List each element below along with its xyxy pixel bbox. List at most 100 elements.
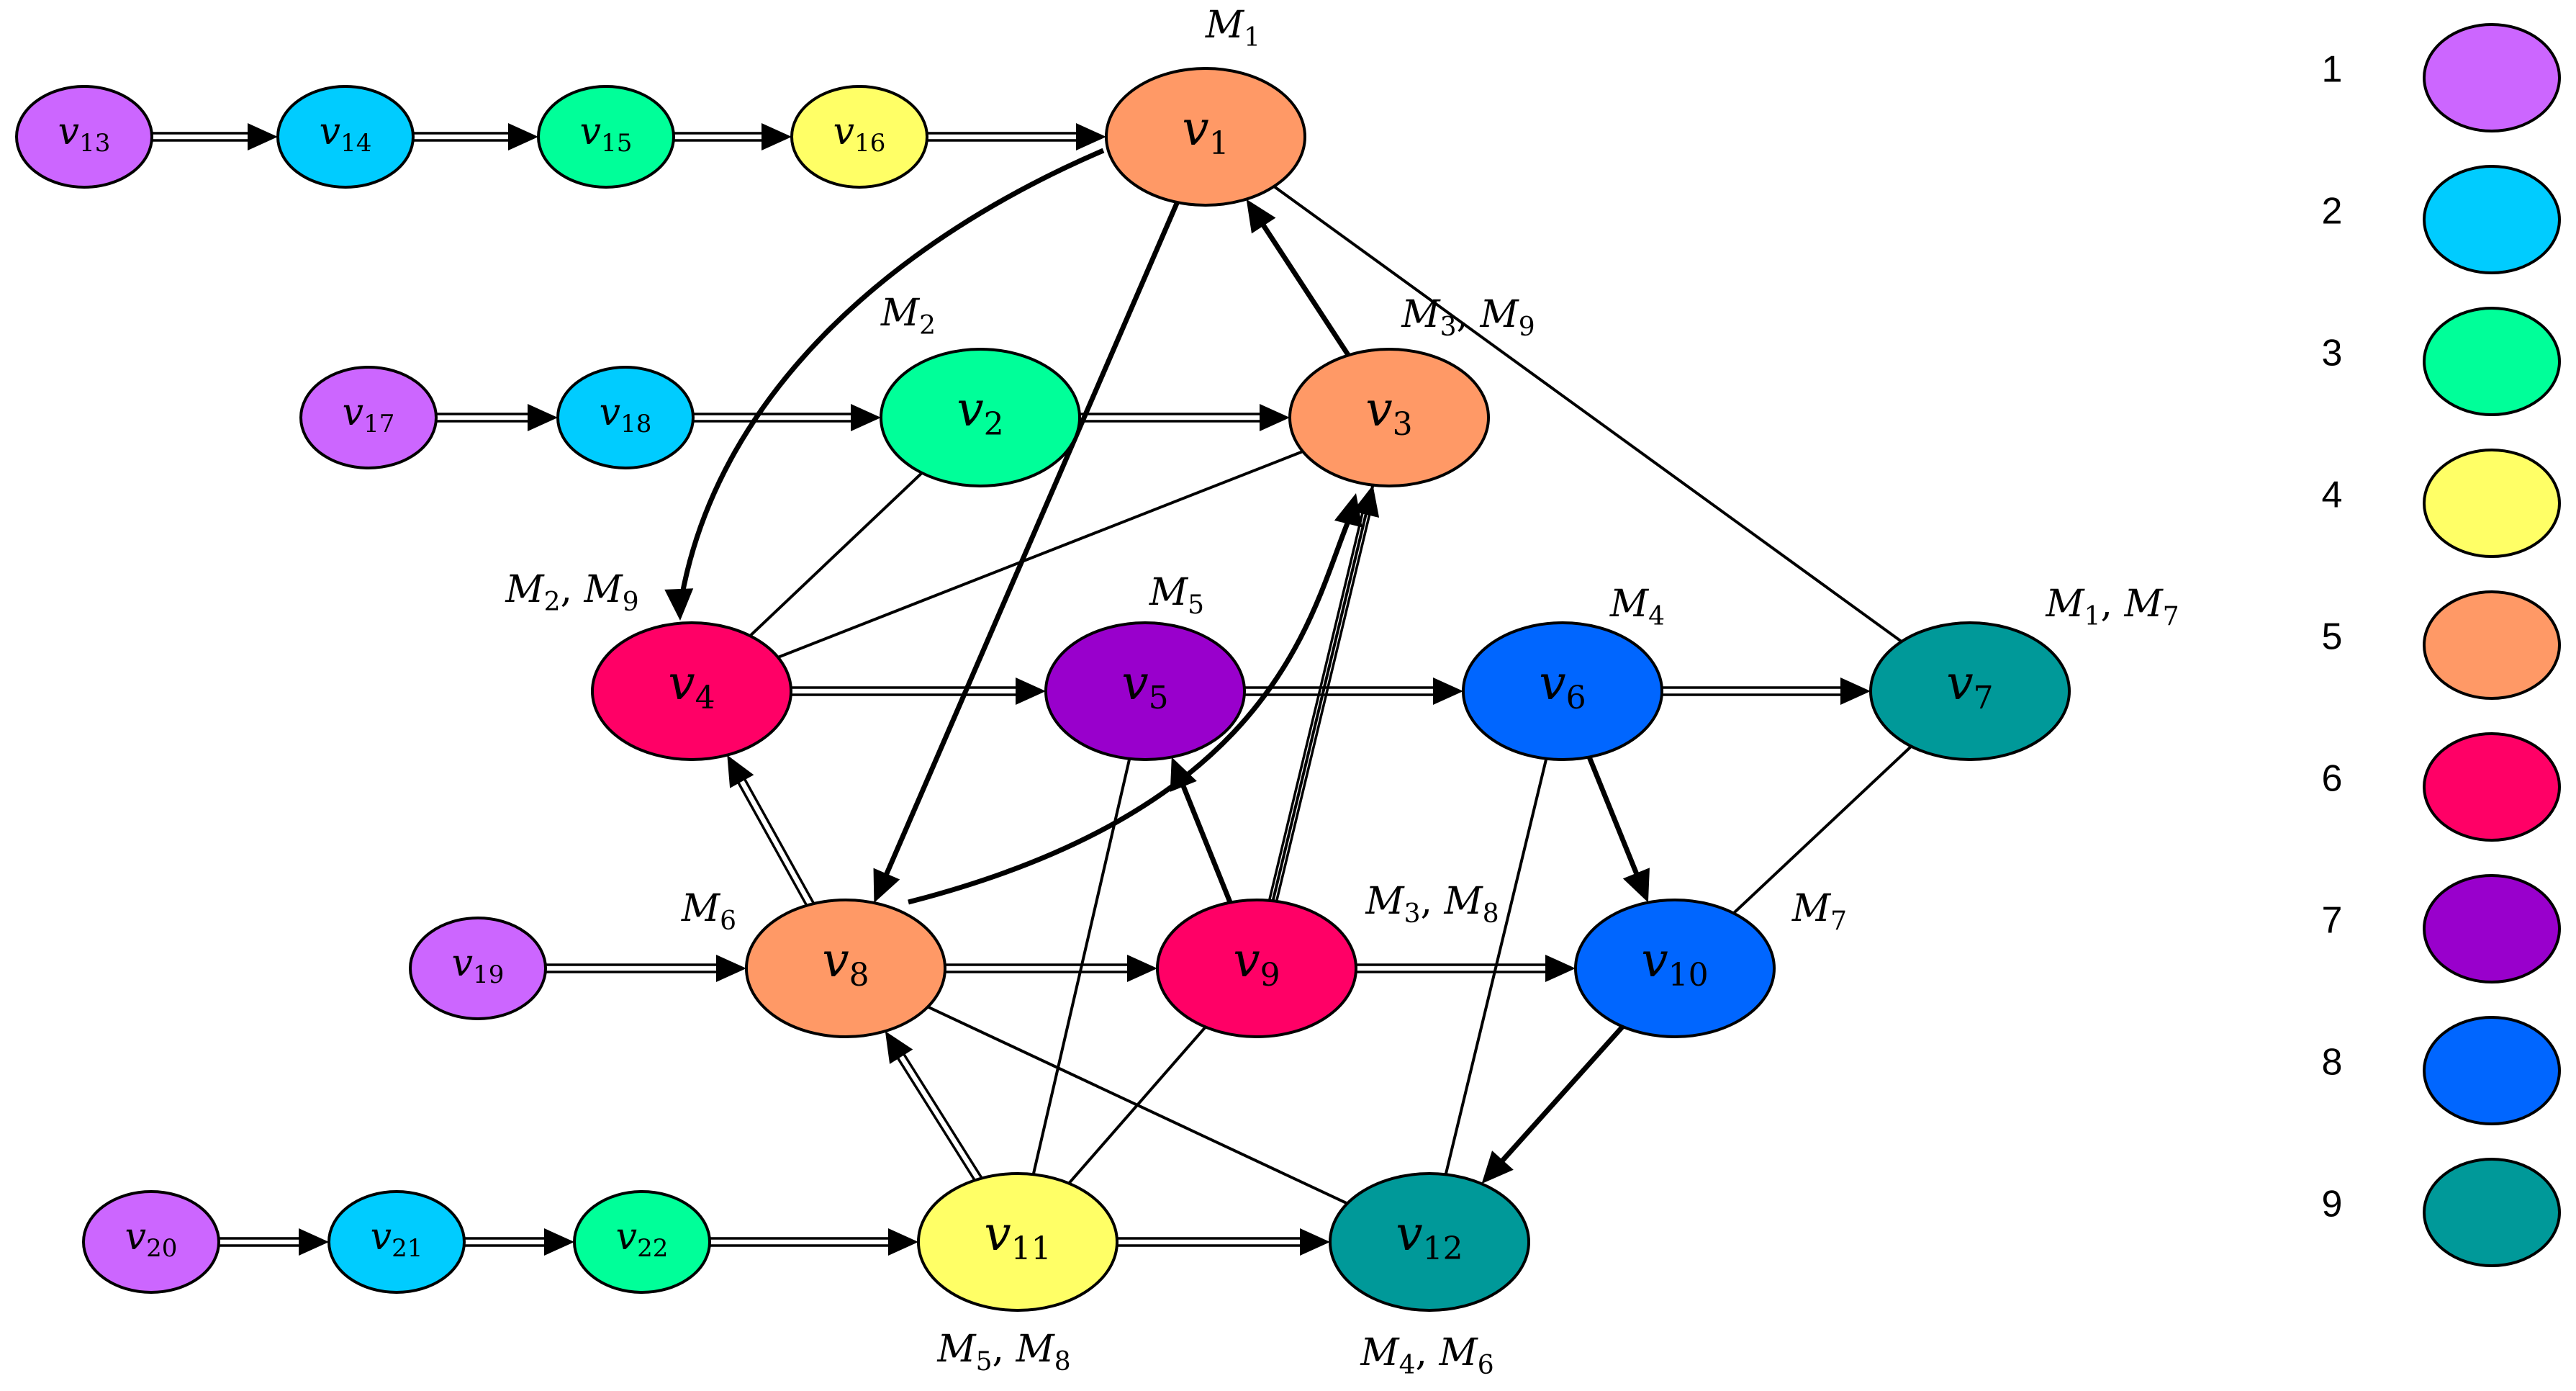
conjunctive-arc-v11-v8 (885, 1031, 982, 1182)
edge-v2-v4 (749, 472, 923, 637)
legend-swatch (2423, 165, 2561, 274)
conjunctive-arc-v9-v3 (1267, 485, 1380, 902)
node-v14-shape (276, 85, 415, 189)
node-v16-shape (790, 85, 928, 189)
machine-label-v9: M3, M8 (1365, 880, 1499, 929)
node-v3-shape (1288, 348, 1490, 487)
conjunctive-arc-v8-v9 (945, 955, 1157, 982)
legend-item-6: 6 (2322, 732, 2561, 842)
node-v21-label: v21 (371, 1215, 423, 1264)
legend-swatch (2423, 23, 2561, 132)
edge-v3-v9 (1271, 485, 1375, 901)
legend-label: 9 (2322, 1184, 2343, 1225)
node-v11-label: v11 (984, 1206, 1051, 1267)
disjunctive-arc-v1-v8 (873, 201, 1180, 903)
edge-v5-v11 (1031, 758, 1131, 1175)
node-v5[interactable]: v5 (1044, 621, 1246, 761)
legend-label: 8 (2322, 1042, 2343, 1084)
conjunctive-arc-v16-v1 (927, 123, 1106, 150)
node-v10[interactable]: v10 (1574, 899, 1776, 1038)
legend-label: 5 (2322, 616, 2343, 658)
legend-item-9: 9 (2322, 1158, 2561, 1267)
conjunctive-arc-v9-v10 (1356, 955, 1576, 982)
node-v4-shape (591, 621, 792, 761)
node-v17[interactable]: v17 (299, 366, 438, 469)
node-v11-shape (917, 1172, 1118, 1312)
node-v14[interactable]: v14 (276, 85, 415, 189)
node-v15[interactable]: v15 (537, 85, 675, 189)
machine-label-v4: M2, M9 (505, 568, 638, 618)
color-legend: 1 2 3 4 5 6 7 8 9 (2322, 23, 2561, 1267)
node-v1[interactable]: v1 (1105, 67, 1306, 207)
node-v2[interactable]: v2 (880, 348, 1081, 487)
conjunctive-arc-v5-v6 (1244, 678, 1463, 705)
node-v8[interactable]: v8 (745, 899, 946, 1038)
node-v12[interactable]: v12 (1329, 1172, 1530, 1312)
legend-label: 4 (2322, 474, 2343, 516)
machine-label-v12: M4, M6 (1360, 1331, 1493, 1381)
conjunctive-arc-v21-v22 (464, 1228, 574, 1256)
node-v5-shape (1044, 621, 1246, 761)
node-v19-shape (409, 917, 547, 1020)
node-v9[interactable]: v9 (1156, 899, 1357, 1038)
conjunctive-arc-v11-v12 (1117, 1228, 1330, 1256)
machine-label-v1: M1 (1205, 4, 1260, 53)
legend-item-2: 2 (2322, 165, 2561, 274)
node-v13[interactable]: v13 (15, 85, 153, 189)
legend-swatch (2423, 590, 2561, 700)
node-v2-label: v2 (957, 382, 1003, 443)
legend-swatch (2423, 874, 2561, 983)
conjunctive-arc-v4-v5 (791, 678, 1046, 705)
legend-swatch (2423, 732, 2561, 842)
conjunctive-arc-v18-v2 (693, 404, 881, 431)
node-v1-label: v1 (1182, 101, 1229, 162)
node-v6[interactable]: v6 (1462, 621, 1663, 761)
node-v17-shape (299, 366, 438, 469)
machine-label-v11: M5, M8 (936, 1328, 1070, 1377)
node-v4[interactable]: v4 (591, 621, 792, 761)
node-v18[interactable]: v18 (556, 366, 695, 469)
legend-swatch (2423, 449, 2561, 558)
edges-layer (152, 123, 1912, 1256)
machine-label-v3: M3, M9 (1401, 293, 1535, 343)
node-v22[interactable]: v22 (573, 1190, 711, 1294)
node-v6-label: v6 (1539, 655, 1586, 716)
disjunctive-arc-v3-v1 (1246, 199, 1351, 357)
machine-label-v7: M1, M7 (2045, 582, 2179, 632)
machine-label-v5: M5 (1149, 571, 1204, 621)
node-v21[interactable]: v21 (327, 1190, 466, 1294)
node-v22-shape (573, 1190, 711, 1294)
legend-item-3: 3 (2322, 307, 2561, 416)
node-v8-label: v8 (822, 932, 869, 994)
node-v14-label: v14 (320, 110, 372, 158)
conjunctive-arc-v6-v7 (1662, 678, 1871, 705)
node-v13-shape (15, 85, 153, 189)
node-v19[interactable]: v19 (409, 917, 547, 1020)
node-v7-shape (1869, 621, 2071, 761)
node-v7[interactable]: v7 (1869, 621, 2071, 761)
conjunctive-arc-v13-v14 (152, 123, 278, 150)
machine-label-v6: M4 (1609, 582, 1665, 632)
node-v16-label: v16 (833, 110, 886, 158)
node-v17-label: v17 (343, 391, 395, 439)
node-v12-shape (1329, 1172, 1530, 1312)
conjunctive-arc-v22-v11 (710, 1228, 918, 1256)
legend-label: 1 (2322, 49, 2343, 91)
node-v15-label: v15 (580, 110, 633, 158)
node-v10-shape (1574, 899, 1776, 1038)
node-v12-label: v12 (1396, 1206, 1463, 1267)
node-v11[interactable]: v11 (917, 1172, 1118, 1312)
edge-v1-v7 (1273, 185, 1903, 643)
node-v5-label: v5 (1121, 655, 1168, 716)
node-v21-shape (327, 1190, 466, 1294)
legend-label: 6 (2322, 758, 2343, 800)
legend-item-7: 7 (2322, 874, 2561, 983)
disjunctive-arc-v8-v3 (908, 493, 1362, 905)
node-v20[interactable]: v20 (82, 1190, 220, 1294)
legend-item-4: 4 (2322, 449, 2561, 558)
node-v3[interactable]: v3 (1288, 348, 1490, 487)
node-v20-shape (82, 1190, 220, 1294)
node-v16[interactable]: v16 (790, 85, 928, 189)
disjunctive-arc-v6-v10 (1586, 756, 1650, 903)
